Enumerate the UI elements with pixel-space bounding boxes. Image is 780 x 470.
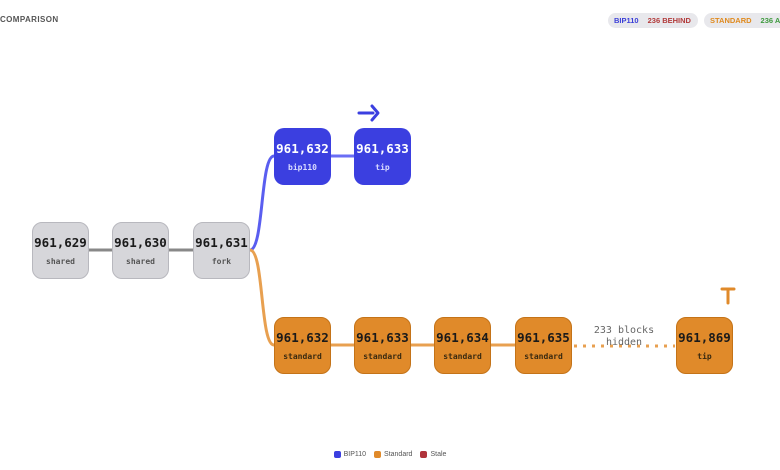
hidden-blocks-count: 233 blocks [593, 325, 655, 336]
bip110-pill-name: BIP110 [614, 16, 639, 25]
block-standard-961634[interactable]: 961,634 standard [434, 317, 491, 374]
legend-label: Standard [384, 451, 413, 458]
block-shared-961629[interactable]: 961,629 shared [32, 222, 89, 279]
standard-pill-name: STANDARD [710, 16, 752, 25]
block-label: standard [363, 352, 402, 361]
block-bip110-961632[interactable]: 961,632 bip110 [274, 128, 331, 185]
block-shared-961630[interactable]: 961,630 shared [112, 222, 169, 279]
block-height: 961,632 [276, 330, 329, 345]
block-label: shared [46, 257, 75, 266]
legend-label: Stale [430, 451, 447, 458]
block-height: 961,633 [356, 330, 409, 345]
page-title: COMPARISON [0, 15, 59, 24]
standard-status-pill: STANDARD 236 A [704, 13, 780, 28]
block-standard-tip[interactable]: 961,869 tip [676, 317, 733, 374]
legend-swatch-bip110 [333, 451, 341, 458]
hidden-blocks-word: hidden [605, 337, 643, 348]
block-standard-961632[interactable]: 961,632 standard [274, 317, 331, 374]
legend-swatch-stale [420, 451, 428, 458]
block-height: 961,631 [195, 235, 248, 250]
standard-pill-status: 236 A [760, 16, 780, 25]
standard-tip-arrow-icon [720, 287, 736, 305]
hidden-blocks-label[interactable]: 233 blocks hidden [586, 325, 662, 349]
block-height: 961,632 [276, 141, 329, 156]
legend-item-standard: Standard [374, 451, 412, 458]
block-label: fork [211, 257, 232, 266]
fork-curve-standard [249, 248, 275, 347]
block-bip110-tip[interactable]: 961,633 tip [354, 128, 411, 185]
bip110-status-pill: BIP110 236 BEHIND [608, 13, 698, 28]
block-fork-961631[interactable]: 961,631 fork [193, 222, 250, 279]
block-label: standard [443, 352, 482, 361]
legend-item-bip110: BIP110 [333, 451, 367, 458]
block-height: 961,630 [114, 235, 167, 250]
bip110-pill-status: 236 BEHIND [647, 16, 691, 25]
fork-curve-bip110 [249, 154, 275, 252]
block-standard-961635[interactable]: 961,635 standard [515, 317, 572, 374]
block-height: 961,633 [356, 141, 409, 156]
block-label: bip110 [288, 163, 317, 172]
block-label: shared [126, 257, 155, 266]
block-label: standard [283, 352, 322, 361]
legend: BIP110 Standard Stale [0, 451, 780, 458]
legend-item-stale: Stale [420, 451, 446, 458]
block-label: standard [524, 352, 563, 361]
legend-label: BIP110 [343, 451, 367, 458]
block-label: tip [697, 352, 712, 361]
block-height: 961,634 [436, 330, 489, 345]
block-height: 961,629 [34, 235, 87, 250]
block-height: 961,635 [517, 330, 570, 345]
bip110-tip-arrow-icon [357, 104, 380, 122]
block-standard-961633[interactable]: 961,633 standard [354, 317, 411, 374]
legend-swatch-standard [374, 451, 382, 458]
block-height: 961,869 [678, 330, 731, 345]
block-label: tip [375, 163, 390, 172]
